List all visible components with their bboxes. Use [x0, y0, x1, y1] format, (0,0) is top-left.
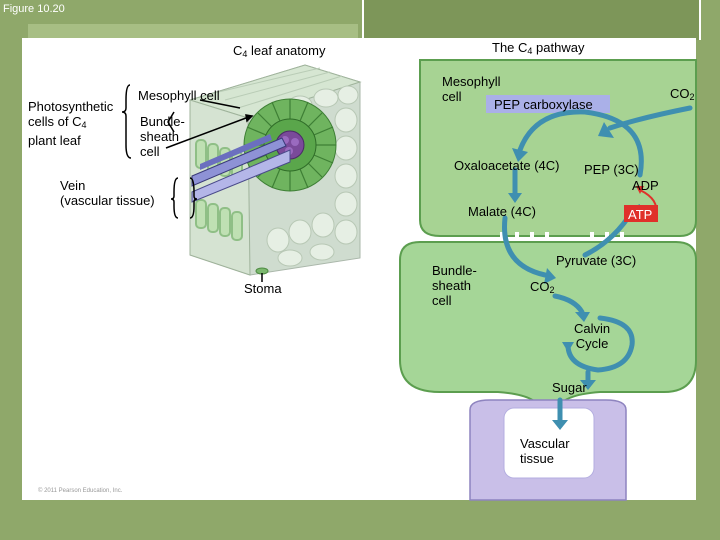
co2-input-label: CO2 [670, 86, 695, 102]
calvin-cycle-label: Calvin Cycle [574, 321, 611, 351]
c4-pathway-title: The C4 pathway [492, 40, 585, 56]
vein-rods [191, 134, 291, 203]
vascular-tissue-label: Vascular tissue [520, 436, 570, 466]
atp-badge [624, 205, 658, 222]
stoma-label: Stoma [244, 281, 282, 296]
photosynthetic-cells-label: Photosynthetic cells of C4 plant leaf [28, 99, 114, 148]
sugar-label: Sugar [552, 380, 587, 395]
pep-label: PEP (3C) [584, 162, 639, 177]
vascular-tissue-shape [469, 399, 627, 501]
vein-label: Vein (vascular tissue) [60, 178, 155, 208]
figure-label: Figure 10.20 [3, 3, 65, 15]
bundle-sheath-pathway-label: Bundle- sheath cell [432, 263, 477, 308]
bundle-sheath-cell-shape [399, 241, 697, 411]
mesophyll-cell-label: Mesophyll cell [138, 88, 220, 103]
frame-accent-right [362, 0, 701, 40]
pyruvate-label: Pyruvate (3C) [556, 253, 637, 268]
atp-label: ATP [628, 207, 653, 222]
copyright-credit: © 2011 Pearson Education, Inc. [38, 488, 123, 494]
pep-carboxylase-label: PEP carboxylase [494, 97, 593, 112]
mesophyll-cell-pathway-label: Mesophyll cell [442, 74, 501, 104]
pep-carboxylase-box [486, 95, 610, 113]
bundle-sheath-cell-label: Bundle- sheath cell [140, 114, 185, 159]
leaf-cross-section [188, 64, 362, 276]
frame-accent-left [28, 24, 358, 40]
adp-label: ADP [632, 178, 659, 193]
leader-lines [121, 84, 263, 282]
co2-bundle-label: CO2 [530, 279, 555, 295]
leaf-anatomy-title: C4 leaf anatomy [233, 43, 326, 59]
malate-label: Malate (4C) [468, 204, 536, 219]
oxaloacetate-label: Oxaloacetate (4C) [454, 158, 560, 173]
